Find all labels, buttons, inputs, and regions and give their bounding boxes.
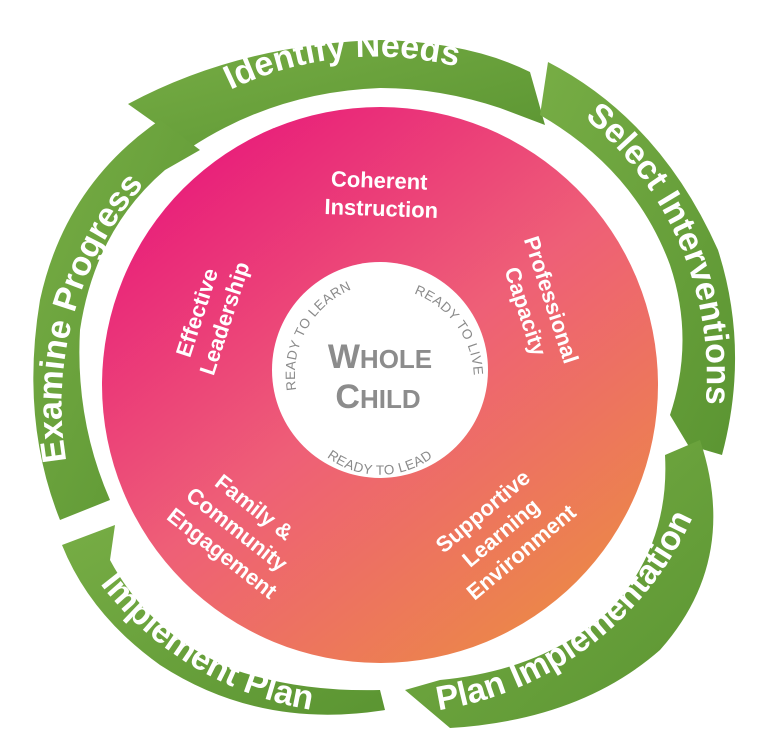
arrow-examine-progress xyxy=(33,120,201,520)
sector-coherent-instruction: Coherent Instruction xyxy=(324,166,439,223)
cycle-arrows xyxy=(33,40,736,728)
center-title-line2: CHILD xyxy=(335,378,420,416)
arrow-implement-plan xyxy=(62,525,385,715)
center-circle xyxy=(272,262,488,478)
arrow-select-interventions xyxy=(540,62,736,455)
arrow-plan-implementation xyxy=(405,440,714,728)
center-title-line1: WHOLE xyxy=(328,338,432,376)
arrow-identify-needs xyxy=(128,40,545,148)
